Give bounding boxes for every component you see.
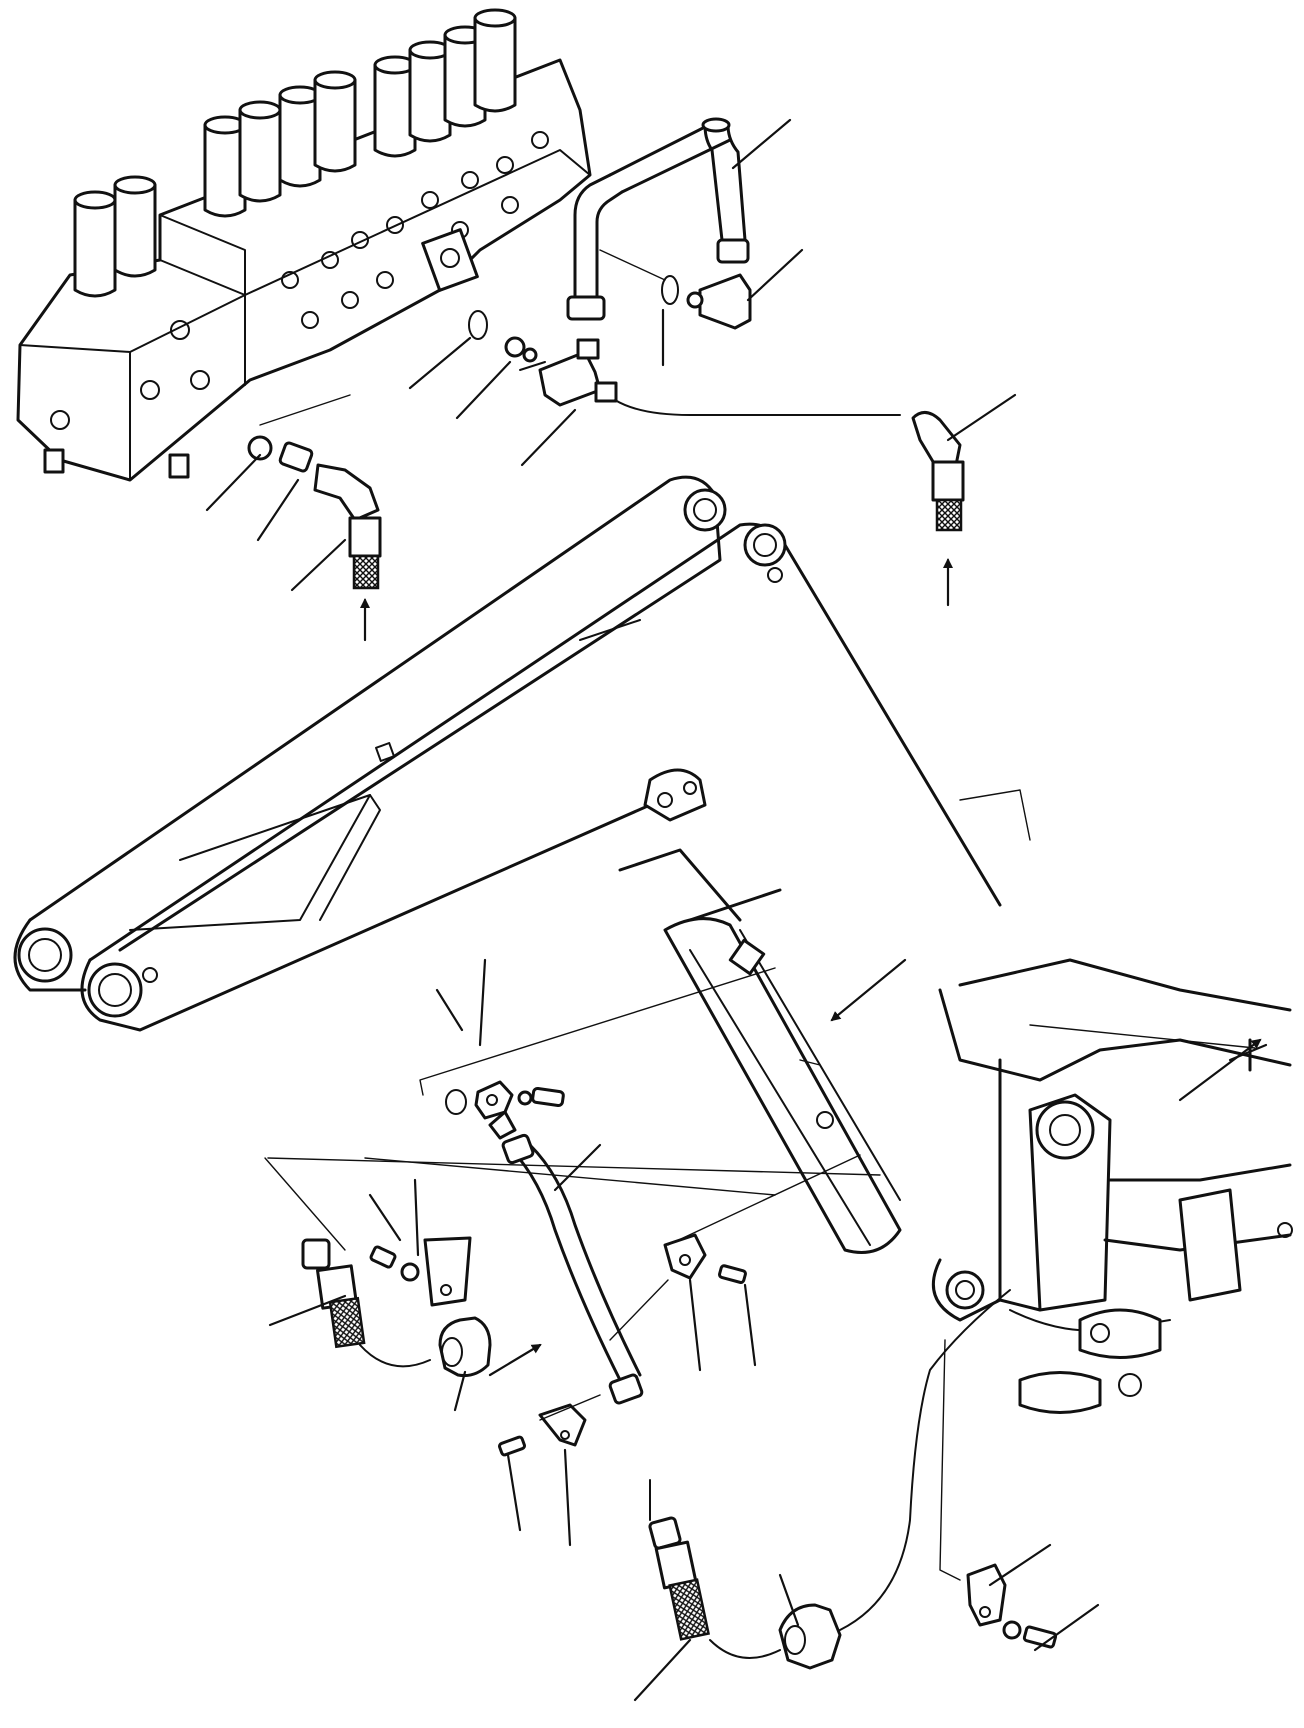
boom-arm <box>13 475 1002 1032</box>
flow-arrows-top <box>360 558 953 642</box>
control-valve-block <box>16 8 592 482</box>
flow-arrows-lower <box>488 958 1268 1377</box>
callout-leaders-top <box>205 118 1017 592</box>
chassis-frame <box>931 789 1293 1414</box>
valve-spool-caps <box>73 8 517 298</box>
callout-leaders-lower <box>268 958 1100 1702</box>
top-piping <box>247 117 965 590</box>
valve-ports <box>43 131 549 479</box>
boom-cylinder <box>618 848 902 1254</box>
